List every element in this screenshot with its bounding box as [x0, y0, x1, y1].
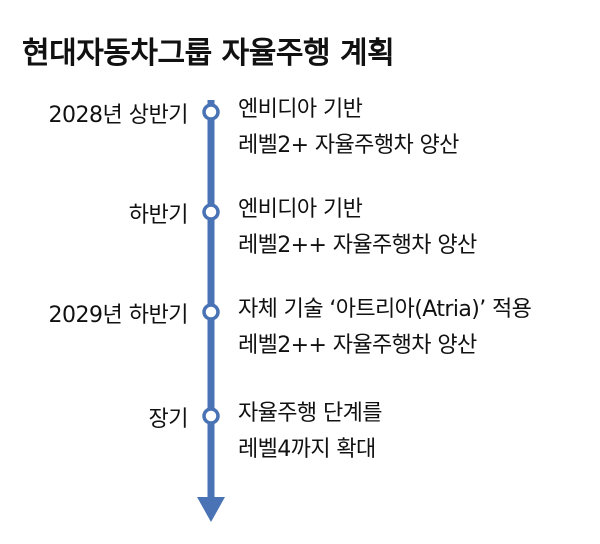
- milestone-dot-2028-h1: [202, 103, 220, 121]
- milestone-desc-2028-h1: 엔비디아 기반 레벨2+ 자율주행차 양산: [238, 92, 459, 164]
- milestone-time-2028-h2: 하반기: [128, 203, 189, 228]
- milestone-time-long-term: 장기: [148, 407, 189, 432]
- milestone-desc-line: 자율주행 단계를: [238, 401, 382, 426]
- page-title: 현대자동차그룹 자율주행 계획: [22, 36, 395, 71]
- milestone-dot-long-term: [202, 407, 220, 425]
- milestone-desc-line: 엔비디아 기반: [238, 97, 363, 122]
- milestone-desc-line: 레벨4까지 확대: [238, 437, 376, 462]
- milestone-desc-line: 자체 기술 ‘아트리아(Atria)’ 적용: [238, 297, 532, 322]
- milestone-dot-2028-h2: [202, 203, 220, 221]
- milestone-desc-line: 레벨2++ 자율주행차 양산: [238, 233, 477, 258]
- milestone-desc-long-term: 자율주행 단계를 레벨4까지 확대: [238, 396, 382, 468]
- milestone-time-2028-h1: 2028년 상반기: [48, 103, 189, 128]
- milestone-desc-line: 레벨2++ 자율주행차 양산: [238, 333, 477, 358]
- milestone-time-2029-h2: 2029년 하반기: [48, 303, 189, 328]
- milestone-desc-2028-h2: 엔비디아 기반 레벨2++ 자율주행차 양산: [238, 192, 477, 264]
- milestone-desc-2029-h2: 자체 기술 ‘아트리아(Atria)’ 적용 레벨2++ 자율주행차 양산: [238, 292, 532, 364]
- milestone-dot-2029-h2: [202, 303, 220, 321]
- timeline-arrow-head: [197, 497, 225, 522]
- milestone-desc-line: 엔비디아 기반: [238, 197, 363, 222]
- milestone-desc-line: 레벨2+ 자율주행차 양산: [238, 133, 459, 158]
